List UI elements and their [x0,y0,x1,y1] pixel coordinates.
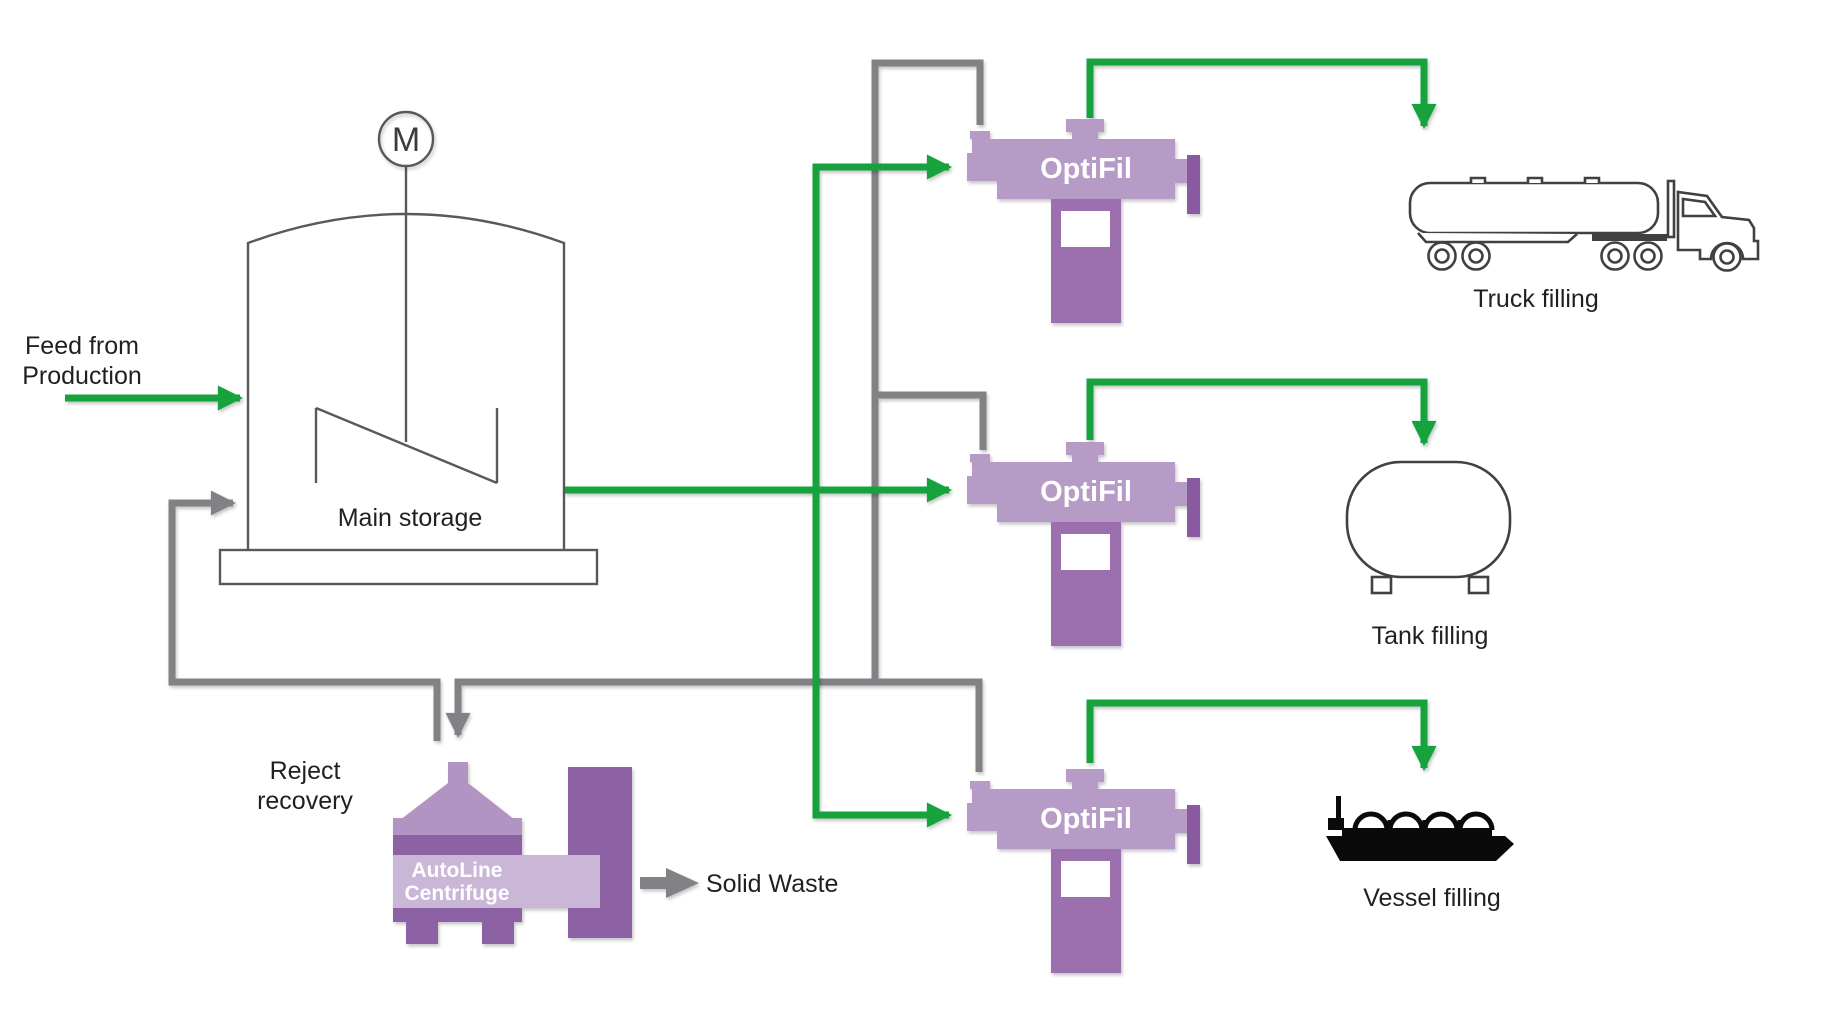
vessel-filling-label: Vessel filling [1363,884,1501,912]
centrifuge-inlet-icon [448,762,468,784]
centrifuge-motor-block-icon [568,767,632,938]
solid-waste-label: Solid Waste [706,870,838,898]
main-storage-tank: M [218,110,599,586]
optifil-label: OptiFil [1040,153,1132,185]
feed-label-line2: Production [22,362,142,390]
optifil-unit-1: OptiFil [967,119,1200,323]
vessel-icon [1326,796,1514,861]
motor-label: M [392,121,420,159]
optifil-label: OptiFil [1040,803,1132,835]
tank-filling-label: Tank filling [1372,622,1489,650]
truck-filling-label: Truck filling [1473,285,1599,313]
centrifuge-body [393,855,600,908]
optifil-unit-3: OptiFil [967,769,1200,973]
autoline-centrifuge: AutoLine Centrifuge [393,762,632,944]
centrifuge-leg-icon [482,921,514,944]
reject-line-unit1 [871,59,984,682]
centrifuge-label-line1: AutoLine [412,859,503,882]
storage-tank-icon [1345,460,1512,595]
optifil-unit-2: OptiFil [967,442,1200,646]
reject-header-to-centrifuge [445,678,983,772]
filtrate-line-to-tank [1086,378,1437,447]
agitator-blade-icon [314,406,499,485]
diagram-labels: Feed from Production Main storage Reject… [22,285,1599,912]
reject-recovery-label-line2: recovery [257,787,353,815]
reject-recovery-label-line1: Reject [270,757,341,785]
centrifuge-leg-icon [406,921,438,944]
truck-icon [1408,176,1760,272]
centrifuge-funnel-icon [400,783,515,820]
reject-recovery-return-line [168,490,441,741]
product-pipes [65,58,1437,828]
main-storage-label: Main storage [338,504,483,532]
centrifuge-label-line2: Centrifuge [405,882,510,905]
filtrate-line-to-vessel [1086,699,1437,772]
feed-label-line1: Feed from [25,332,139,360]
motor-icon [377,110,435,168]
reject-pipes [168,59,987,772]
tank-pedestal-icon [218,548,599,586]
solid-waste-arrow [640,868,699,898]
filtrate-line-to-truck [1086,58,1437,130]
truck-wheels-icon [1427,241,1742,272]
reject-line-unit2 [875,391,987,450]
optifil-label: OptiFil [1040,476,1132,508]
